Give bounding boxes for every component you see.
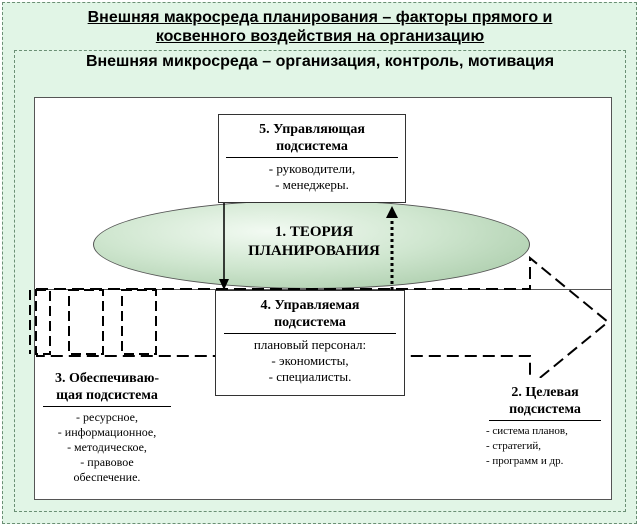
control-arrow-head xyxy=(219,279,229,290)
divider-line xyxy=(34,289,612,290)
list-item: - правовое xyxy=(80,455,134,469)
list-item: - программ и др. xyxy=(486,455,564,467)
micro-environment-title: Внешняя микросреда – организация, контро… xyxy=(85,53,555,70)
managing-subsystem-title: 5. Управляющая подсистема xyxy=(259,122,365,154)
target-subsystem-rule xyxy=(489,420,601,421)
list-item: - руководители, xyxy=(268,161,356,176)
feedback-arrow-head xyxy=(386,206,398,218)
support-subsystem-box: 3. Обеспечиваю- щая подсистема - ресурсн… xyxy=(36,364,178,494)
managing-subsystem-rule xyxy=(226,157,398,158)
list-item: - экономисты, xyxy=(271,353,349,368)
list-item: - ресурсное, xyxy=(75,410,138,424)
list-item: плановый персонал: xyxy=(253,337,367,352)
macro-environment-title: Внешняя макросреда планирования – фактор… xyxy=(87,9,553,45)
target-subsystem-title: 2. Целевая подсистема xyxy=(509,385,581,417)
list-item: - информационное, xyxy=(57,425,157,439)
dashed-column-2 xyxy=(68,289,104,355)
dashed-column-3 xyxy=(121,289,157,355)
dashed-column-1 xyxy=(35,289,51,355)
list-item: обеспечение. xyxy=(73,470,141,484)
managed-subsystem-title: 4. Управляемая подсистема xyxy=(260,298,360,330)
list-item: - система планов, xyxy=(486,425,568,437)
list-item: - методическое, xyxy=(67,440,147,454)
dashed-flow-arrow xyxy=(36,255,610,389)
list-item: - менеджеры. xyxy=(275,177,349,192)
managed-subsystem-rule xyxy=(224,333,396,334)
list-item: - специалисты. xyxy=(268,369,352,384)
planning-theory-label: 1. ТЕОРИЯ ПЛАНИРОВАНИЯ xyxy=(248,224,380,259)
target-subsystem-box: 2. Целевая подсистема - система планов, … xyxy=(480,378,610,494)
support-subsystem-title: 3. Обеспечиваю- щая подсистема xyxy=(54,371,160,403)
managing-subsystem-box: 5. Управляющая подсистема - руководители… xyxy=(218,114,406,203)
support-subsystem-rule xyxy=(43,406,171,407)
managed-subsystem-box: 4. Управляемая подсистема плановый персо… xyxy=(215,290,405,396)
list-item: - стратегий, xyxy=(486,440,542,452)
